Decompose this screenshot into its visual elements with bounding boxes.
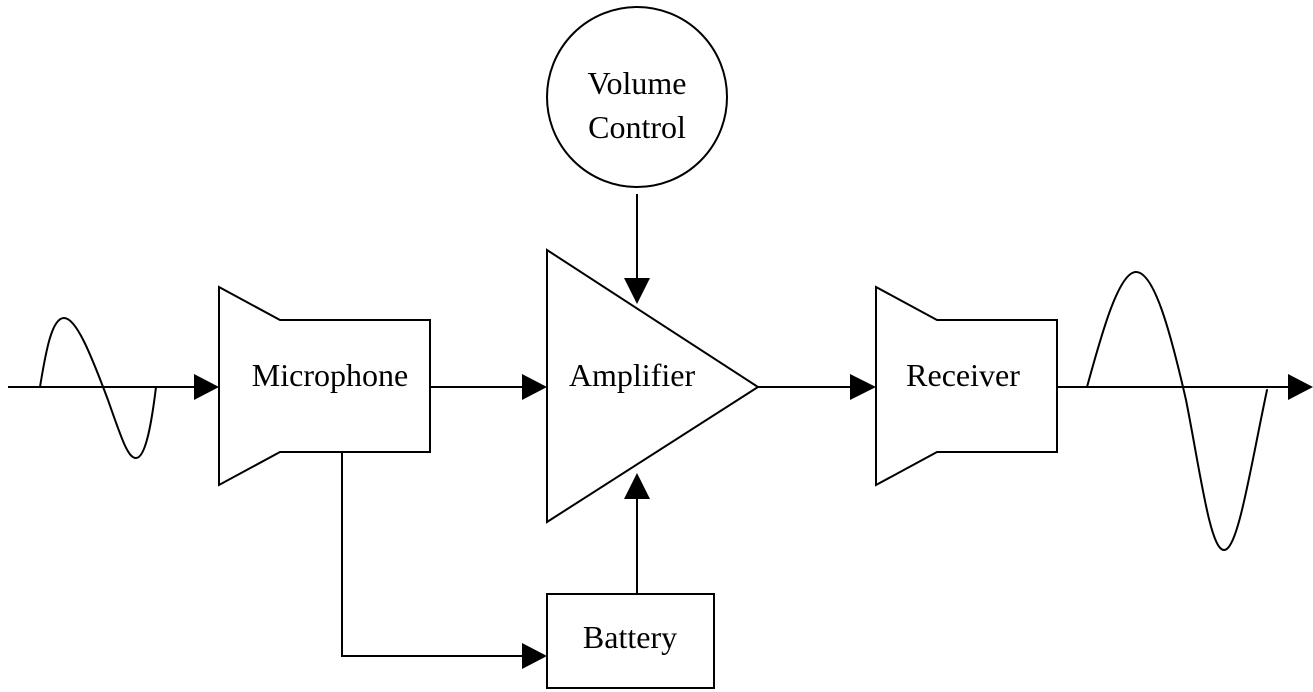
amplifier-block: [546, 248, 760, 524]
output-sound-wave: [1086, 271, 1268, 551]
receiver-label: Receiver: [906, 357, 1020, 393]
amplifier-to-receiver-arrowhead: [850, 374, 876, 400]
volume-to-amplifier-arrowhead: [624, 278, 650, 304]
volume-control-label-line1: Volume: [588, 65, 687, 101]
battery-block: [546, 593, 715, 689]
battery-to-amplifier-arrowhead: [624, 473, 650, 499]
input-arrowhead: [194, 374, 219, 400]
volume-control-block: [546, 6, 728, 188]
input-sound-wave: [39, 317, 157, 459]
microphone-block: [218, 285, 431, 487]
microphone-label: Microphone: [252, 357, 408, 393]
output-arrowhead: [1288, 374, 1313, 400]
mic-to-amplifier-arrowhead: [522, 374, 547, 400]
microphone-to-battery-arrowhead: [522, 643, 547, 669]
battery-label: Battery: [583, 619, 677, 655]
receiver-block: [875, 285, 1058, 487]
volume-control-label-line2: Control: [588, 109, 686, 145]
microphone-to-battery-line: [341, 452, 526, 657]
amplifier-label: Amplifier: [569, 357, 696, 393]
